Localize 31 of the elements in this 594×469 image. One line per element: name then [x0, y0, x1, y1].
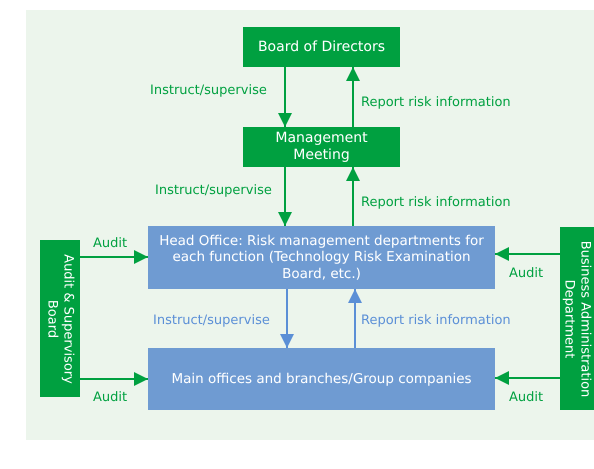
department-box — [148, 348, 495, 410]
edge-label: Audit — [509, 266, 544, 281]
edge-label: Audit — [93, 236, 128, 251]
arrow — [280, 289, 294, 348]
edge-label: Audit — [509, 390, 544, 405]
node-label: Audit & Supervisory Board — [44, 252, 76, 386]
arrow — [278, 67, 292, 127]
edge-label: Instruct/supervise — [150, 83, 267, 98]
node-label: Main offices and branches/Group companies — [170, 370, 473, 388]
node-label: Business Administration Department — [561, 239, 593, 399]
process-box — [243, 27, 400, 67]
arrow — [495, 247, 560, 261]
edge-label: Report risk information — [361, 95, 511, 110]
edge-label: Report risk information — [361, 195, 511, 210]
edge-label: Audit — [93, 390, 128, 405]
edge-label: Instruct/supervise — [153, 313, 270, 328]
arrow — [278, 167, 292, 226]
arrow — [348, 289, 362, 348]
process-box — [243, 127, 400, 167]
edge-label: Report risk information — [361, 313, 511, 328]
side-bar — [40, 240, 80, 397]
node-label: Head Office: Risk management departments for each function (Technology Risk Examination Board, etc.) — [158, 233, 485, 282]
side-bar — [560, 227, 594, 410]
arrow — [346, 167, 360, 226]
edge-label: Instruct/supervise — [155, 183, 272, 198]
arrow — [80, 372, 148, 386]
arrow — [495, 371, 560, 385]
node-label: Management Meeting — [274, 130, 369, 164]
department-box — [148, 226, 495, 289]
arrow — [346, 67, 360, 127]
node-label: Board of Directors — [256, 38, 386, 56]
